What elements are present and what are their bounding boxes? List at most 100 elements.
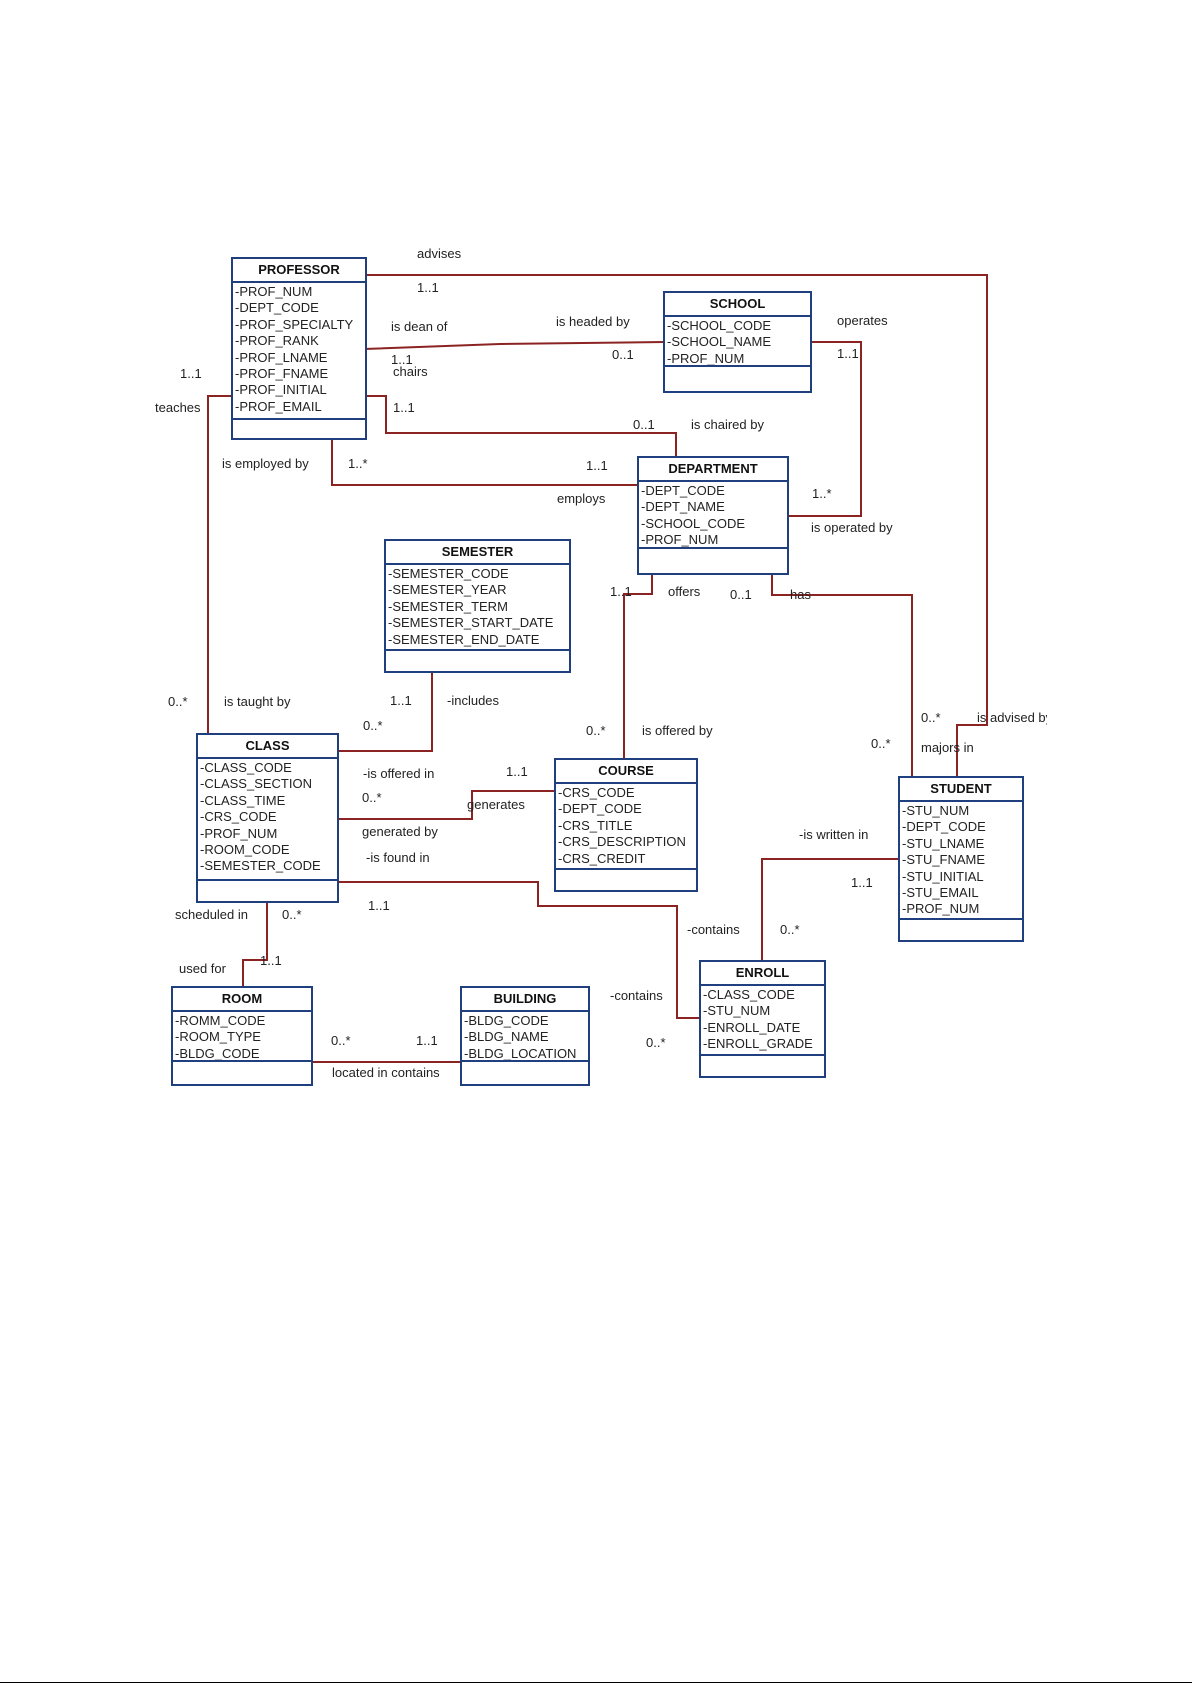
entity-course[interactable]: COURSE -CRS_CODE -DEPT_CODE -CRS_TITLE -… [554,758,698,892]
methods-compartment [701,1054,824,1076]
label-generated-by: generated by [362,824,438,839]
line-employs [331,438,638,486]
mult-contains-1: 0..* [780,922,800,937]
label-operates: operates [837,313,888,328]
attribute-list: -DEPT_CODE -DEPT_NAME -SCHOOL_CODE -PROF… [639,482,787,549]
methods-compartment [173,1060,311,1084]
attribute: -CLASS_CODE [200,760,292,775]
label-is-employed-by: is employed by [222,456,309,471]
label-contains-1: -contains [687,922,740,937]
methods-compartment [198,879,337,901]
attribute-list: -CRS_CODE -DEPT_CODE -CRS_TITLE -CRS_DES… [556,784,696,867]
attribute: -SEMESTER_START_DATE [388,615,554,631]
label-offers: offers [668,584,701,599]
attribute: -PROF_LNAME [235,349,328,365]
mult-taught: 0..* [168,694,188,709]
label-scheduled-in: scheduled in [175,907,248,922]
mult-used: 1..1 [260,953,282,968]
mult-operates: 1..1 [837,346,859,361]
methods-compartment [556,868,696,890]
mult-class-course: 0..* [362,790,382,805]
attribute: -STU_NUM [703,1003,771,1019]
attribute: -CLASS_SECTION [200,776,312,792]
attribute: -CRS_DESCRIPTION [558,834,686,850]
mult-advised: 0..* [921,710,941,725]
label-is-advised-by: is advised by [977,710,1047,725]
attribute: -PROF_NUM [902,901,980,917]
attribute: -PROF_NUM [641,532,719,548]
mult-chairs: 1..1 [393,400,415,415]
attribute: -DEPT_NAME [641,499,725,515]
methods-compartment [386,649,569,671]
entity-title: SCHOOL [665,293,810,317]
attribute: -STU_EMAIL [902,885,979,901]
attribute: -PROF_NUM [200,825,278,841]
entity-professor[interactable]: PROFESSOR -PROF_NUM -DEPT_CODE -PROF_SPE… [231,257,367,440]
attribute: -CRS_CODE [200,809,277,825]
attribute: -ENROLL_DATE [703,1019,801,1035]
entity-semester[interactable]: SEMESTER -SEMESTER_CODE -SEMESTER_YEAR -… [384,539,571,673]
label-is-operated-by: is operated by [811,520,893,535]
attribute: -PROF_NUM [667,350,745,366]
line-generates [338,790,556,820]
attribute: -BLDG_CODE [464,1013,549,1028]
mult-scheduled: 0..* [282,907,302,922]
mult-offered: 0..* [586,723,606,738]
attribute: -BLDG_CODE [175,1045,260,1061]
attribute: -SEMESTER_CODE [200,858,321,874]
label-is-written-in: -is written in [799,827,869,842]
mult-bldg-room: 1..1 [416,1033,438,1048]
line-is-found-in [338,881,701,1019]
entity-title: SEMESTER [386,541,569,565]
label-is-offered-by: is offered by [642,723,713,738]
mult-teaches: 1..1 [180,366,202,381]
label-contains-2: -contains [610,988,663,1003]
line-includes [338,672,433,752]
attribute: -SCHOOL_CODE [667,318,772,333]
entity-class[interactable]: CLASS -CLASS_CODE -CLASS_SECTION -CLASS_… [196,733,339,903]
attribute: -DEPT_CODE [235,300,319,316]
entity-title: PROFESSOR [233,259,365,283]
mult-includes: 1..1 [390,693,412,708]
entity-school[interactable]: SCHOOL -SCHOOL_CODE -SCHOOL_NAME -PROF_N… [663,291,812,393]
attribute: -BLDG_NAME [464,1029,549,1045]
attribute-list: -PROF_NUM -DEPT_CODE -PROF_SPECIALTY -PR… [233,283,365,415]
mult-majors: 0..* [871,736,891,751]
line-chairs [364,395,677,457]
attribute: -ENROLL_GRADE [703,1036,813,1052]
line-offers [623,574,653,759]
entity-title: DEPARTMENT [639,458,787,482]
page-footer-rule [0,1682,1192,1683]
attribute: -STU_LNAME [902,835,985,851]
attribute: -ROOM_TYPE [175,1029,261,1045]
mult-employs: 1..1 [586,458,608,473]
label-teaches: teaches [155,400,201,415]
label-chairs: chairs [393,364,428,379]
attribute: -BLDG_LOCATION [464,1045,577,1061]
methods-compartment [233,418,365,438]
entity-building[interactable]: BUILDING -BLDG_CODE -BLDG_NAME -BLDG_LOC… [460,986,590,1086]
label-is-offered-in: -is offered in [363,766,435,781]
mult-class-enroll: 1..1 [368,898,390,913]
entity-student[interactable]: STUDENT -STU_NUM -DEPT_CODE -STU_LNAME -… [898,776,1024,942]
attribute: -ROOM_CODE [200,842,290,858]
label-generates: generates [467,797,525,812]
attribute: -PROF_SPECIALTY [235,316,354,332]
mult-contains-2: 0..* [646,1035,666,1050]
attribute: -CLASS_CODE [703,987,795,1002]
line-majors-in [771,574,913,777]
mult-chaired: 0..1 [633,417,655,432]
entity-room[interactable]: ROOM -ROMM_CODE -ROOM_TYPE -BLDG_CODE [171,986,313,1086]
entity-title: ENROLL [701,962,824,986]
entity-title: CLASS [198,735,337,759]
label-is-taught-by: is taught by [224,694,291,709]
label-advises: advises [417,246,462,261]
attribute: -SEMESTER_YEAR [388,582,507,598]
attribute: -DEPT_CODE [902,819,986,835]
entity-enroll[interactable]: ENROLL -CLASS_CODE -STU_NUM -ENROLL_DATE… [699,960,826,1078]
line-scheduled-in [242,902,268,987]
entity-department[interactable]: DEPARTMENT -DEPT_CODE -DEPT_NAME -SCHOOL… [637,456,789,575]
label-is-found-in: -is found in [366,850,430,865]
attribute: -CLASS_TIME [200,792,286,808]
